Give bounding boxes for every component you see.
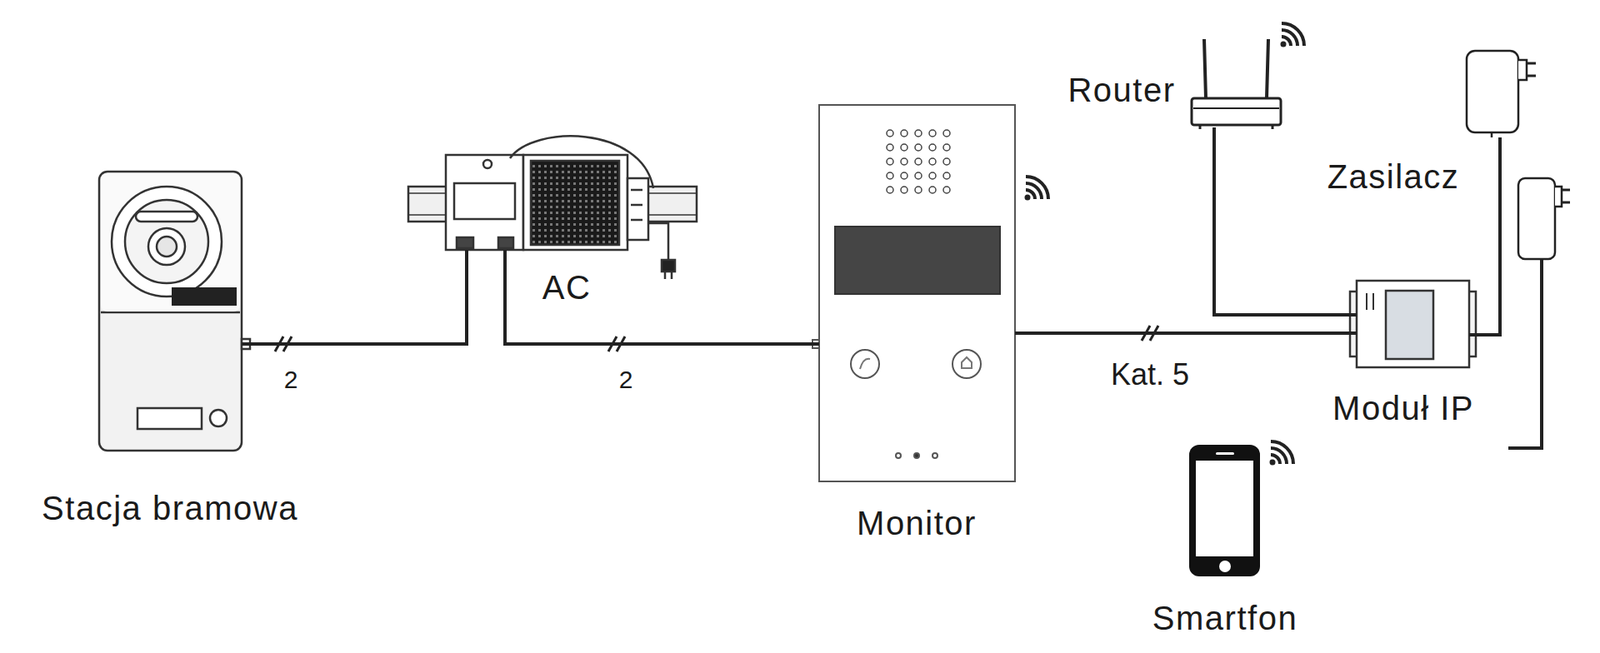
device-box: AC — [445, 155, 649, 250]
cable-break-marks — [275, 325, 1159, 352]
wifi-dot — [1025, 195, 1031, 201]
monitor-drawing — [812, 105, 1015, 482]
device-label: Stacja bramowa — [41, 490, 299, 527]
speaker-hole — [900, 130, 908, 137]
device-box: Router — [1191, 39, 1281, 128]
door-station-drawing — [99, 171, 250, 451]
wifi-arc — [1270, 448, 1287, 465]
speaker-hole — [886, 172, 894, 180]
power-supply-drawing — [408, 135, 697, 280]
ip-module-drawing — [1350, 280, 1476, 368]
speaker-hole — [900, 158, 908, 165]
device-box: Monitor — [819, 105, 1015, 482]
wifi-arc — [1281, 30, 1298, 46]
speaker-hole — [943, 158, 950, 165]
speaker-hole — [929, 186, 936, 194]
device-label: Moduł IP — [1332, 390, 1475, 427]
device-label: AC — [542, 269, 592, 306]
speaker-hole — [929, 158, 936, 165]
device-label: Smartfon — [1152, 600, 1298, 637]
wifi-symbols — [1025, 23, 1305, 466]
speaker-hole — [915, 144, 922, 151]
device-label: Zasilacz — [1327, 158, 1460, 195]
speaker-hole — [929, 172, 936, 180]
speaker-hole — [943, 186, 950, 194]
speaker-hole — [886, 186, 894, 194]
device-label: Monitor — [856, 505, 977, 542]
speaker-hole — [900, 172, 908, 180]
smartphone-drawing — [1189, 445, 1260, 577]
speaker-hole — [943, 130, 950, 137]
speaker-hole — [929, 144, 936, 151]
speaker-hole — [886, 158, 894, 165]
device-box: Stacja bramowa — [99, 171, 242, 451]
speaker-hole — [915, 130, 922, 137]
cable — [241, 250, 467, 345]
speaker-hole — [915, 186, 922, 194]
cable-label: Kat. 5 — [1108, 358, 1192, 392]
wifi-arc — [1270, 455, 1280, 465]
wifi-arc — [1025, 183, 1042, 200]
wifi-dot — [1280, 41, 1287, 48]
device-label: Router — [1067, 71, 1175, 109]
speaker-hole — [943, 172, 950, 180]
speaker-hole — [886, 144, 894, 151]
device-box: Zasilacz — [1466, 50, 1536, 138]
wifi-arc — [1270, 441, 1294, 465]
speaker-hole — [915, 158, 922, 165]
speaker-hole — [943, 144, 950, 151]
speaker-holes — [886, 130, 950, 194]
cable — [1214, 127, 1357, 315]
speaker-hole — [900, 186, 908, 194]
cable-label: 2 — [616, 365, 636, 394]
device-box: Smartfon — [1189, 445, 1260, 577]
speaker-hole — [929, 130, 936, 137]
wifi-arc — [1025, 176, 1049, 200]
wifi-dot — [1270, 460, 1276, 466]
router-drawing — [1191, 39, 1281, 130]
speaker-hole — [915, 172, 922, 180]
wifi-arc — [1281, 36, 1291, 46]
wifi-arc — [1281, 23, 1305, 46]
device-box: Moduł IP — [1356, 280, 1470, 368]
cable — [1469, 137, 1500, 335]
cable — [1015, 331, 1357, 335]
wifi-arc — [1025, 190, 1035, 200]
cable — [505, 250, 820, 345]
cable-label: 2 — [281, 365, 301, 394]
speaker-hole — [900, 144, 908, 151]
adapter-drawing — [1466, 50, 1570, 449]
speaker-hole — [886, 130, 894, 137]
